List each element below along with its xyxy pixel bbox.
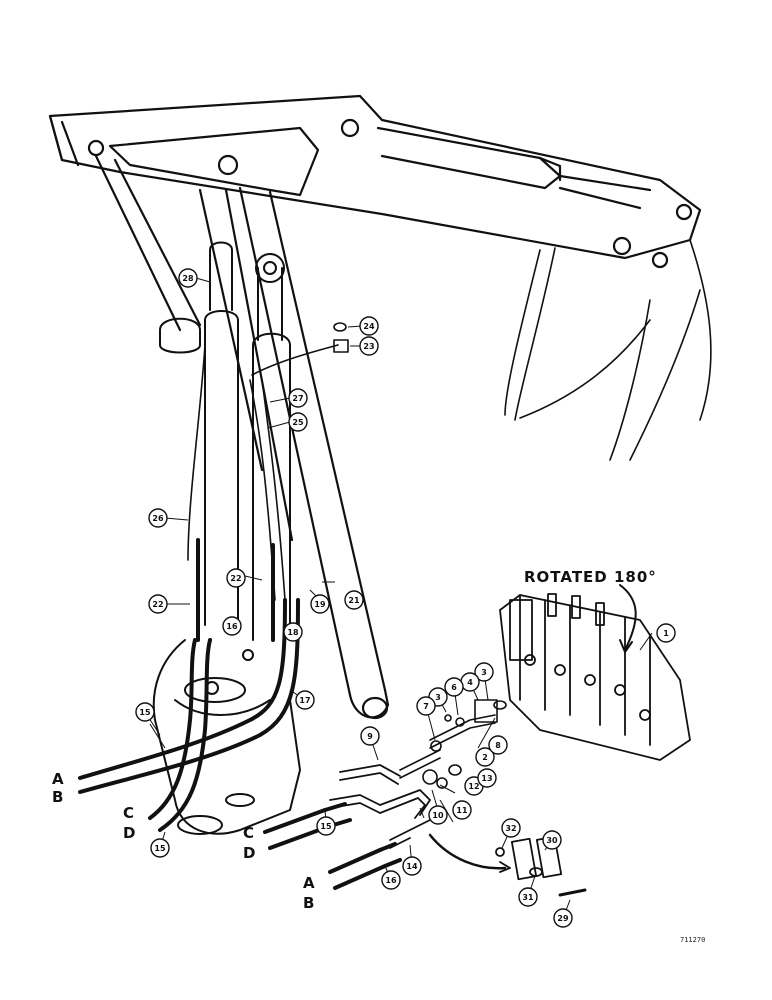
valve-fittings — [399, 699, 507, 789]
svg-text:15: 15 — [139, 708, 151, 717]
svg-text:24: 24 — [363, 322, 375, 331]
svg-text:13: 13 — [481, 774, 492, 783]
svg-text:18: 18 — [287, 628, 299, 637]
callout-7: 7 — [416, 696, 436, 716]
svg-text:4: 4 — [467, 678, 473, 687]
svg-text:9: 9 — [367, 732, 373, 741]
svg-text:26: 26 — [152, 514, 164, 523]
callout-23: 23 — [359, 336, 379, 356]
callout-14: 14 — [402, 856, 422, 876]
port-label: D — [123, 824, 135, 842]
svg-text:6: 6 — [451, 683, 457, 692]
hose-ends — [263, 802, 402, 890]
svg-text:3: 3 — [481, 668, 487, 677]
tubes — [187, 344, 339, 601]
callout-1: 1 — [656, 623, 676, 643]
callout-2: 2 — [475, 747, 495, 767]
callout-10: 10 — [428, 805, 448, 825]
callout-3a: 3 — [474, 662, 494, 682]
callout-30: 30 — [542, 830, 562, 850]
port-label: A — [52, 770, 64, 788]
callout-22b: 22 — [148, 594, 168, 614]
callout-15b: 15 — [150, 838, 170, 858]
port-label: C — [123, 804, 134, 822]
svg-text:32: 32 — [505, 824, 516, 833]
figure-number: 711270 — [680, 936, 705, 944]
svg-text:16: 16 — [385, 876, 397, 885]
svg-text:15: 15 — [320, 822, 332, 831]
callout-18: 18 — [283, 622, 303, 642]
callout-27: 27 — [288, 388, 308, 408]
port-labels: A B C D C D A B — [52, 770, 315, 912]
svg-text:30: 30 — [546, 836, 558, 845]
swing-cylinders — [159, 241, 291, 641]
svg-text:1: 1 — [663, 629, 669, 638]
callout-32: 32 — [501, 818, 521, 838]
port-label: A — [303, 874, 315, 892]
callout-28: 28 — [178, 268, 198, 288]
svg-text:28: 28 — [182, 274, 194, 283]
boom-frame — [48, 94, 712, 720]
port-label: C — [243, 824, 254, 842]
svg-text:15: 15 — [154, 844, 166, 853]
fitting-parts — [333, 322, 349, 353]
svg-text:16: 16 — [226, 622, 238, 631]
callout-29: 29 — [553, 908, 573, 928]
callout-25: 25 — [288, 412, 308, 432]
callout-9: 9 — [360, 726, 380, 746]
svg-text:22: 22 — [230, 574, 241, 583]
callout-24: 24 — [359, 316, 379, 336]
svg-text:3: 3 — [435, 693, 441, 702]
port-label: B — [52, 788, 63, 806]
callout-22a: 22 — [226, 568, 246, 588]
svg-text:17: 17 — [299, 696, 310, 705]
control-valve — [499, 593, 691, 761]
pipes — [329, 764, 431, 849]
callout-26: 26 — [148, 508, 168, 528]
callout-21: 21 — [344, 590, 364, 610]
callout-31: 31 — [518, 887, 538, 907]
callout-13: 13 — [477, 768, 497, 788]
callout-16a: 16 — [381, 870, 401, 890]
rotated-label: ROTATED 180° — [524, 568, 657, 586]
svg-text:11: 11 — [456, 806, 468, 815]
callout-6: 6 — [444, 677, 464, 697]
swing-base — [152, 639, 301, 835]
callout-11: 11 — [452, 800, 472, 820]
svg-text:21: 21 — [348, 596, 360, 605]
svg-text:27: 27 — [292, 394, 303, 403]
svg-text:2: 2 — [482, 753, 488, 762]
rotated-arrow — [619, 584, 637, 653]
callout-16b: 16 — [222, 616, 242, 636]
svg-text:25: 25 — [292, 418, 304, 427]
svg-text:22: 22 — [152, 600, 163, 609]
callout-19: 19 — [310, 594, 330, 614]
clamp-parts — [428, 833, 587, 897]
svg-text:31: 31 — [522, 893, 534, 902]
svg-text:12: 12 — [468, 782, 479, 791]
hoses — [78, 538, 300, 832]
svg-text:8: 8 — [495, 741, 501, 750]
svg-text:23: 23 — [363, 342, 374, 351]
callout-15c: 15 — [316, 816, 336, 836]
svg-text:14: 14 — [406, 862, 418, 871]
callout-17: 17 — [295, 690, 315, 710]
callout-15a: 15 — [135, 702, 155, 722]
svg-text:10: 10 — [432, 811, 444, 820]
svg-text:19: 19 — [314, 600, 326, 609]
port-label: B — [303, 894, 314, 912]
callout-4: 4 — [460, 672, 480, 692]
callout-8: 8 — [488, 735, 508, 755]
svg-text:29: 29 — [557, 914, 569, 923]
port-label: D — [243, 844, 255, 862]
svg-text:7: 7 — [423, 702, 429, 711]
